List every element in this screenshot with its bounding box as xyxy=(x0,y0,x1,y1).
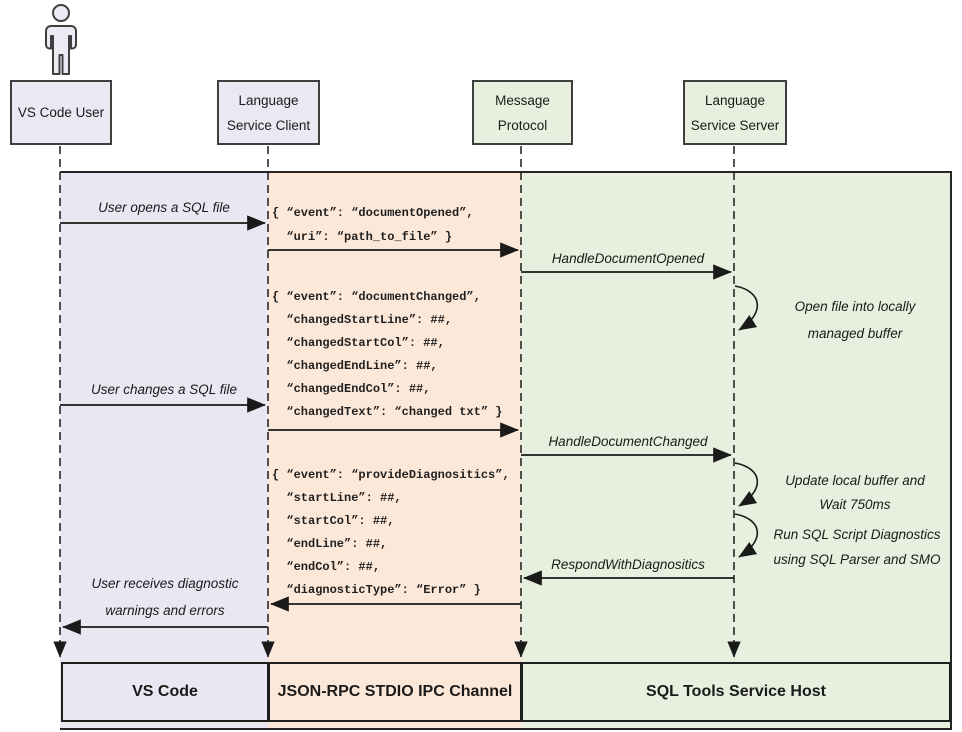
footer-box-ipc-channel: JSON-RPC STDIO IPC Channel xyxy=(268,662,522,722)
payload-document-changed: { “event”: “documentChanged”, “changedSt… xyxy=(272,290,503,419)
participant-box-message-protocol: Message Protocol xyxy=(472,80,573,145)
participant-label: Message xyxy=(495,92,550,108)
participant-box-vscode-user: VS Code User xyxy=(10,80,112,145)
participant-label: Service Server xyxy=(690,117,780,133)
label-user-receives-diagnostics: User receives diagnostic warnings and er… xyxy=(91,576,239,618)
footer-label: SQL Tools Service Host xyxy=(646,683,826,700)
footer-label: VS Code xyxy=(132,683,198,700)
payload-provide-diagnostics: { “event”: “provideDiagnositics”, “start… xyxy=(272,468,510,597)
participant-label: Language xyxy=(238,92,299,108)
lane-vscode-user xyxy=(60,173,268,728)
footer-box-vscode: VS Code xyxy=(61,662,269,722)
label-handle-document-opened: HandleDocumentOpened xyxy=(551,251,705,266)
participant-box-language-service-server: Language Service Server xyxy=(683,80,787,145)
lane-ipc-channel xyxy=(268,173,521,728)
lane-service-host xyxy=(521,173,950,728)
note-run-sql-diagnostics: Run SQL Script Diagnostics using SQL Par… xyxy=(773,527,941,567)
lane-band xyxy=(60,171,952,730)
user-actor-icon xyxy=(45,4,77,75)
payload-document-opened: { “event”: “documentOpened”, “uri”: “pat… xyxy=(272,206,474,244)
label-user-changes-sql-file: User changes a SQL file xyxy=(90,382,238,397)
footer-box-sql-tools-service-host: SQL Tools Service Host xyxy=(521,662,951,722)
label-respond-with-diagnostics: RespondWithDiagnositics xyxy=(551,557,705,572)
footer-label: JSON-RPC STDIO IPC Channel xyxy=(277,683,513,700)
label-user-opens-sql-file: User opens a SQL file xyxy=(98,200,230,215)
participant-label: VS Code User xyxy=(17,105,105,120)
participant-label: Protocol xyxy=(497,117,548,133)
note-open-file-into-buffer: Open file into locally managed buffer xyxy=(794,299,916,341)
participant-label: Language xyxy=(704,92,766,108)
participant-label: Service Client xyxy=(226,117,311,133)
note-update-buffer-wait: Update local buffer and Wait 750ms xyxy=(785,473,925,512)
participant-box-language-service-client: Language Service Client xyxy=(217,80,320,145)
label-handle-document-changed: HandleDocumentChanged xyxy=(548,434,708,449)
